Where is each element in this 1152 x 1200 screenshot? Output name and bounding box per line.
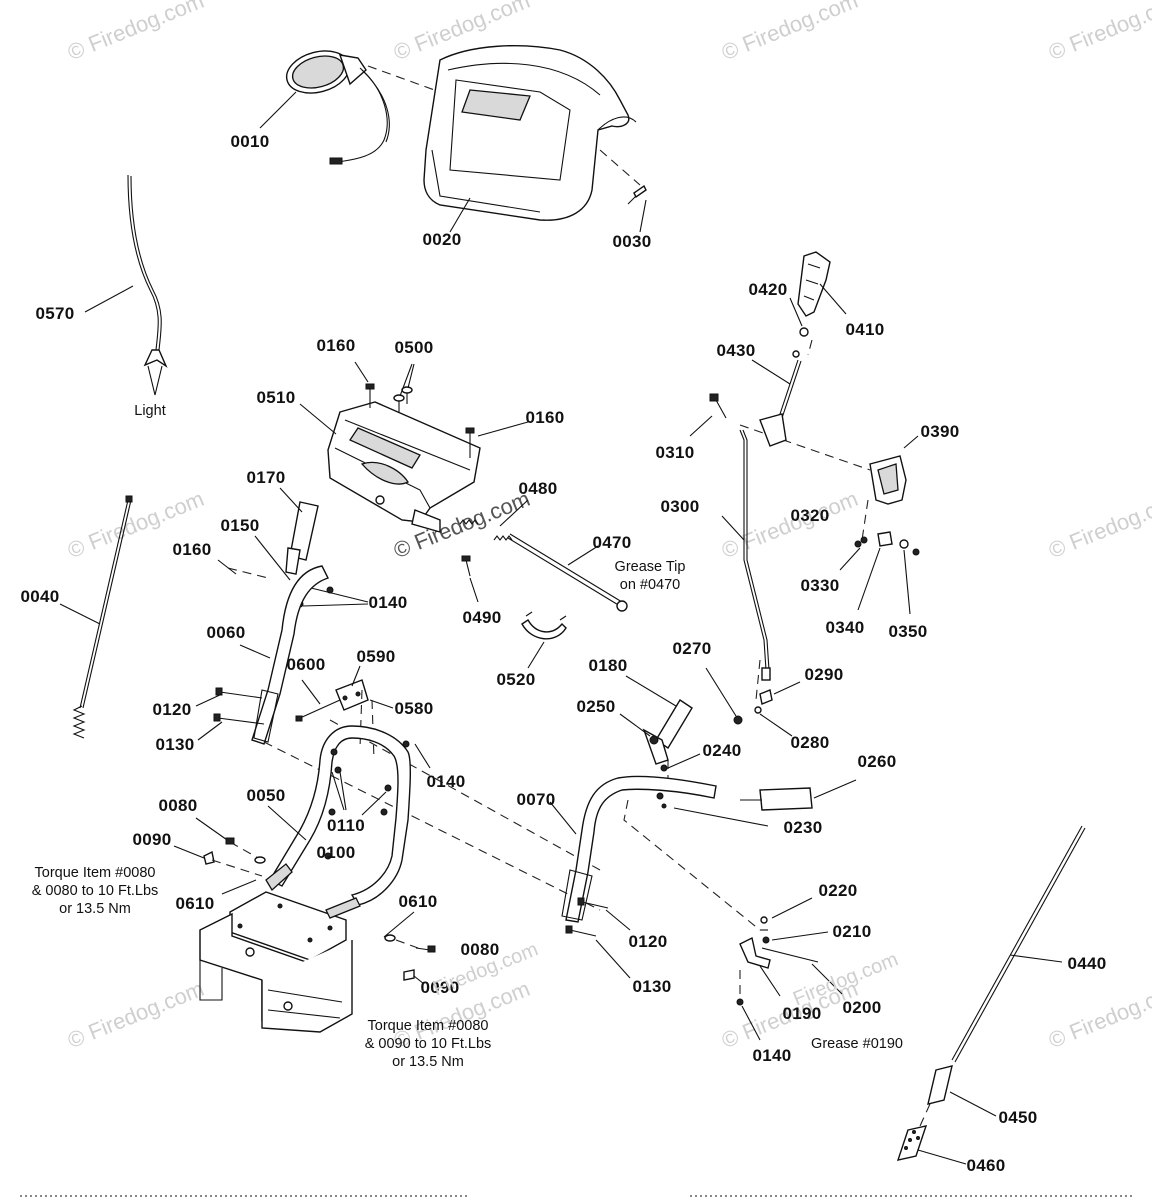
part-label-0600: 0600 (286, 655, 326, 674)
lever-part (759, 350, 802, 447)
part-label-0210: 0210 (832, 922, 872, 941)
part-label-0170: 0170 (246, 468, 286, 487)
part-label-0110: 0110 (326, 816, 366, 835)
part-label-0580: 0580 (394, 699, 434, 718)
grip-part (285, 501, 319, 575)
part-label-0510: 0510 (256, 388, 296, 407)
part-label-0270: 0270 (672, 639, 712, 658)
part-label-0150: 0150 (220, 516, 260, 535)
part-label-0500: 0500 (394, 338, 434, 357)
part-label-0140: 0140 (752, 1046, 792, 1065)
part-label-0440: 0440 (1067, 954, 1107, 973)
shift-rod-part (739, 429, 771, 681)
part-label-0140: 0140 (426, 772, 466, 791)
part-label-0190: 0190 (782, 1004, 822, 1023)
part-label-0220: 0220 (818, 881, 858, 900)
upper-handle-right-part (561, 775, 717, 923)
clamp-part (521, 611, 567, 640)
shift-bracket-part (869, 455, 907, 505)
part-label-0260: 0260 (857, 752, 897, 771)
part-label-0090: 0090 (132, 830, 172, 849)
part-label-0120: 0120 (152, 700, 192, 719)
part-label-0200: 0200 (842, 998, 882, 1017)
part-label-0420: 0420 (748, 280, 788, 299)
part-label-0050: 0050 (246, 786, 286, 805)
linkage-part (736, 916, 819, 1006)
part-label-0060: 0060 (206, 623, 246, 642)
part-label-0070: 0070 (516, 790, 556, 809)
part-label-0280: 0280 (790, 733, 830, 752)
bracket-part (335, 679, 369, 711)
light-harness-part (127, 174, 168, 396)
part-label-0340: 0340 (825, 618, 865, 637)
part-label-0130: 0130 (155, 735, 195, 754)
part-label-0180: 0180 (588, 656, 628, 675)
torque-note-left: Torque Item #0080 & 0080 to 10 Ft.Lbs or… (31, 865, 159, 917)
part-label-0160: 0160 (172, 540, 212, 559)
part-label-0090: 0090 (420, 978, 460, 997)
part-label-0570: 0570 (35, 304, 75, 323)
part-label-0240: 0240 (702, 741, 742, 760)
grease-0190-note: Grease #0190 (811, 1036, 903, 1052)
grease-tip-note: Grease Tip on #0470 (614, 559, 686, 593)
upper-handle-left-part (251, 565, 329, 745)
screw-part (627, 184, 647, 205)
part-label-0310: 0310 (655, 443, 695, 462)
part-label-0100: 0100 (316, 843, 356, 862)
part-label-0010: 0010 (230, 132, 270, 151)
lever-knob-part (797, 251, 831, 317)
part-label-0320: 0320 (790, 506, 830, 525)
dash-panel-part (423, 45, 637, 221)
part-label-0250: 0250 (576, 697, 616, 716)
part-label-0610: 0610 (175, 894, 215, 913)
control-bracket-part (327, 401, 481, 533)
part-label-0120: 0120 (628, 932, 668, 951)
part-label-0430: 0430 (716, 341, 756, 360)
shaft-part (507, 533, 628, 612)
part-label-0140: 0140 (368, 593, 408, 612)
part-label-0230: 0230 (783, 818, 823, 837)
part-label-0590: 0590 (356, 647, 396, 666)
part-label-0160: 0160 (316, 336, 356, 355)
handle-grip-part (740, 787, 813, 811)
part-label-0470: 0470 (592, 533, 632, 552)
part-label-0300: 0300 (660, 497, 700, 516)
part-label-0390: 0390 (920, 422, 960, 441)
part-label-0080: 0080 (460, 940, 500, 959)
part-label-0520: 0520 (496, 670, 536, 689)
part-label-0480: 0480 (518, 479, 558, 498)
part-label-0030: 0030 (612, 232, 652, 251)
long-cable-part (896, 825, 1086, 1161)
part-label-0290: 0290 (804, 665, 844, 684)
part-label-0460: 0460 (966, 1156, 1006, 1175)
part-label-0020: 0020 (422, 230, 462, 249)
light-label: Light (134, 403, 166, 419)
part-label-0080: 0080 (158, 796, 198, 815)
headlight-part (285, 50, 390, 165)
part-label-0490: 0490 (462, 608, 502, 627)
part-label-0130: 0130 (632, 977, 672, 996)
cable-part (72, 495, 133, 739)
part-label-0410: 0410 (845, 320, 885, 339)
part-label-0610: 0610 (398, 892, 438, 911)
torque-note-bottom: Torque Item #0080 & 0090 to 10 Ft.Lbs or… (364, 1018, 492, 1070)
part-label-0450: 0450 (998, 1108, 1038, 1127)
mounting-plates-part (199, 863, 361, 1033)
part-label-0160: 0160 (525, 408, 565, 427)
grip-right-part (642, 699, 693, 765)
part-label-0040: 0040 (20, 587, 60, 606)
part-label-0350: 0350 (888, 622, 928, 641)
part-label-0330: 0330 (800, 576, 840, 595)
